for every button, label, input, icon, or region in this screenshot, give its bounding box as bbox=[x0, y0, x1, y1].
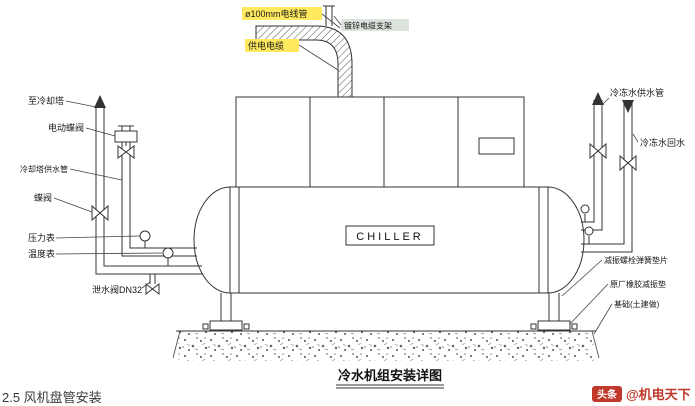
left-support bbox=[202, 293, 250, 331]
right-anchor-bolt-a bbox=[530, 323, 537, 330]
left-anchor-bolt-b bbox=[243, 323, 250, 330]
conduit-leader bbox=[321, 13, 341, 29]
electric-valve-actuator bbox=[114, 130, 138, 143]
watermark: 头条 @机电天下 bbox=[592, 386, 691, 402]
left-anchor-bolt-a bbox=[202, 323, 209, 330]
drain-valve-r bbox=[151, 282, 160, 296]
chw-supply-leader bbox=[602, 97, 610, 105]
conduit-run bbox=[255, 25, 353, 98]
pressure-gauge-dial bbox=[139, 230, 151, 242]
pressure-gauge-label: 压力表 bbox=[28, 232, 55, 243]
nameplate bbox=[345, 225, 435, 246]
pressure-gauge-leader bbox=[55, 235, 141, 239]
drawing-title-text: 冷水机组安装详图 bbox=[338, 368, 442, 383]
chw-gauge-b bbox=[584, 226, 594, 236]
pipe-chw-return bbox=[581, 100, 633, 253]
butterfly-valve-label: 蝶阀 bbox=[34, 192, 52, 203]
control-box-dividers bbox=[309, 97, 459, 187]
spring-washer-leader bbox=[561, 259, 603, 297]
chw-valve-return-l bbox=[619, 154, 629, 172]
ct-supply-pipe-label: 冷却塔供水管 bbox=[20, 164, 68, 174]
cable-label-highlight bbox=[245, 39, 299, 52]
electric-valve-body-l bbox=[117, 145, 127, 159]
watermark-badge bbox=[592, 386, 622, 402]
section-heading: 2.5 风机盘管安装 bbox=[2, 390, 102, 405]
ct-supply-pipe-leader bbox=[69, 168, 123, 181]
butterfly-valve-l bbox=[91, 204, 101, 222]
chw-valve-return-r bbox=[627, 154, 637, 172]
cable-conduit bbox=[255, 25, 353, 98]
drain-stub bbox=[149, 274, 156, 284]
nameplate-text: CHILLER bbox=[356, 231, 423, 243]
bracket-lines bbox=[323, 5, 335, 26]
flow-arrow-up bbox=[94, 95, 106, 108]
to-cooling-tower-leader bbox=[65, 100, 97, 108]
drain-valve-l bbox=[145, 282, 154, 296]
cooling-water-piping bbox=[91, 95, 202, 296]
foundation-leader bbox=[593, 303, 613, 335]
butterfly-valve-leader bbox=[53, 197, 93, 213]
title-underline bbox=[336, 384, 444, 389]
cable-bracket bbox=[323, 5, 335, 26]
control-display bbox=[478, 137, 515, 155]
foundation-fill bbox=[178, 331, 594, 361]
top-callouts: ø100mm电线管 镀锌电缆支架 供电电缆 bbox=[242, 7, 409, 71]
chw-valve-supply-r bbox=[597, 142, 607, 160]
right-support-pad bbox=[537, 320, 571, 331]
chw-gauge-a bbox=[580, 204, 590, 214]
chilled-water-piping bbox=[580, 92, 637, 253]
tube-sheets bbox=[229, 187, 549, 293]
right-support bbox=[530, 293, 578, 331]
chw-return-leader bbox=[632, 133, 639, 143]
electric-valve-body-r bbox=[125, 145, 135, 159]
cable-label: 供电电缆 bbox=[248, 40, 284, 51]
thermometer-label: 温度表 bbox=[28, 248, 55, 259]
butterfly-valve-r bbox=[99, 204, 109, 222]
right-callouts: 冷冻水供水管 冷冻水回水 减振螺栓弹簧垫片 原厂橡胶减振垫 基础(土建做) bbox=[561, 87, 685, 335]
concrete-foundation bbox=[172, 330, 600, 361]
foundation-edges bbox=[172, 330, 600, 359]
thermometer-leader bbox=[55, 252, 163, 255]
foundation-label: 基础(土建做) bbox=[614, 299, 660, 309]
watermark-text: @机电天下 bbox=[626, 387, 691, 402]
spring-washer-label: 减振螺栓弹簧垫片 bbox=[604, 255, 668, 265]
chw-return-label: 冷冻水回水 bbox=[640, 137, 685, 148]
bracket-label-highlight bbox=[341, 19, 409, 31]
electric-valve-leader bbox=[85, 127, 116, 137]
conduit-label: ø100mm电线管 bbox=[245, 8, 308, 19]
rubber-pad-label: 原厂橡胶减振垫 bbox=[610, 279, 666, 289]
bracket-label: 镀锌电缆支架 bbox=[344, 21, 392, 31]
thermometer-dial bbox=[162, 247, 174, 259]
bracket-leader bbox=[333, 15, 342, 26]
chiller-shell: CHILLER bbox=[193, 186, 585, 294]
watermark-badge-text: 头条 bbox=[597, 388, 618, 401]
chw-flow-arrow-up bbox=[592, 92, 604, 105]
right-anchor-bolt-b bbox=[571, 323, 578, 330]
left-callouts: 至冷却塔 电动蝶阀 冷却塔供水管 蝶阀 压力表 温度表 泄水阀DN32 bbox=[20, 95, 163, 295]
chw-valve-supply-l bbox=[589, 142, 599, 160]
rubber-pad-leader bbox=[569, 283, 609, 325]
left-support-posts bbox=[220, 293, 232, 321]
drain-valve-leader bbox=[141, 281, 151, 289]
chw-flow-arrow-down bbox=[622, 100, 634, 113]
drain-valve-label: 泄水阀DN32 bbox=[92, 284, 142, 295]
to-cooling-tower-label: 至冷却塔 bbox=[28, 95, 64, 106]
control-box bbox=[235, 96, 525, 188]
electric-valve-label: 电动蝶阀 bbox=[48, 122, 84, 133]
control-box-outline bbox=[235, 96, 525, 188]
left-support-pad bbox=[209, 320, 243, 331]
cable-leader bbox=[298, 44, 339, 71]
right-support-posts bbox=[548, 293, 560, 321]
drawing-title: 冷水机组安装详图 bbox=[336, 368, 444, 389]
pipe-cooling-return bbox=[95, 108, 202, 275]
conduit-label-highlight bbox=[242, 7, 322, 20]
chw-supply-label: 冷冻水供水管 bbox=[610, 87, 664, 98]
